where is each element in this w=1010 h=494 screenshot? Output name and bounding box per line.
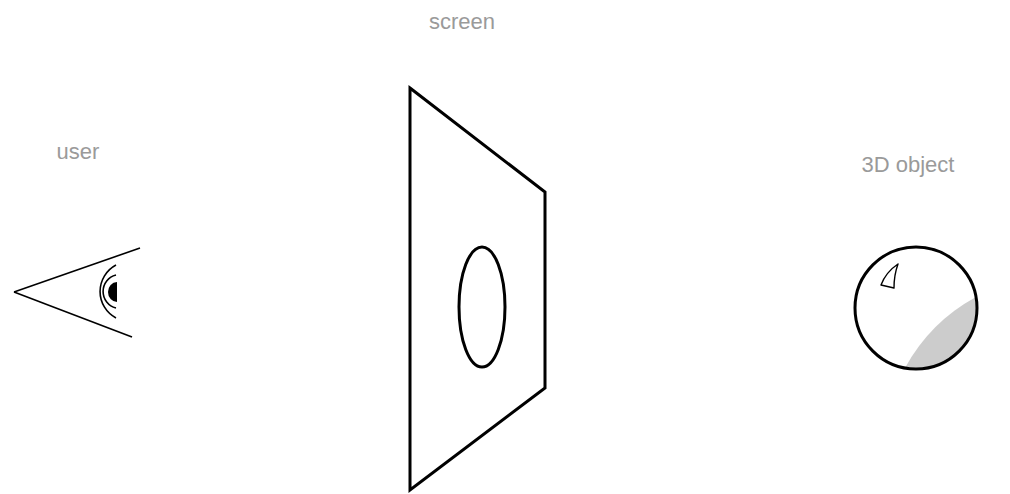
screen-shape: [410, 88, 545, 490]
part-label: user: [57, 139, 100, 165]
sphere-shadow: [905, 297, 977, 369]
screen-projection: [459, 247, 505, 367]
eye-iris-outer: [100, 265, 116, 318]
eye-iris-inner: [103, 275, 116, 308]
screen-frame: [410, 88, 545, 490]
sphere-outline: [855, 247, 977, 369]
eye-pupil: [108, 282, 117, 302]
part-label: 3D object: [862, 152, 955, 178]
part-label: screen: [429, 9, 495, 35]
sphere-object: [855, 247, 977, 369]
eye-lid-line: [14, 248, 140, 292]
eye-icon: [14, 248, 140, 337]
sphere-highlight: [881, 264, 898, 288]
